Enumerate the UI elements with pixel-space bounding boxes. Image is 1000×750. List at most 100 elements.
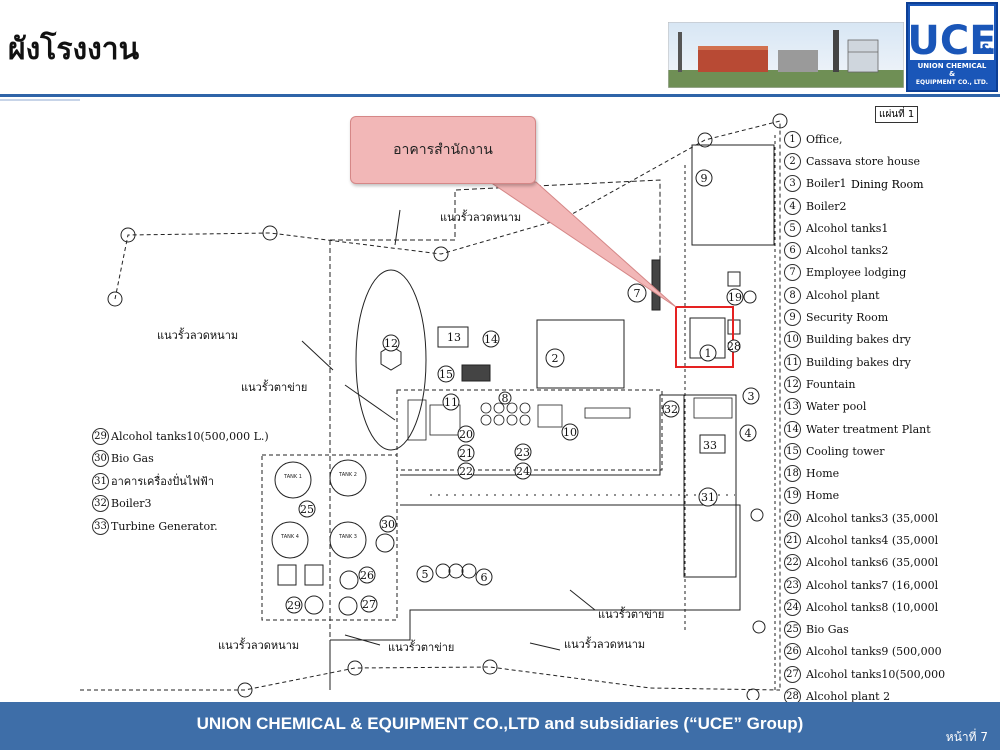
svg-text:31: 31 [701,491,715,504]
svg-text:24: 24 [516,465,530,478]
markers: 1 2 3 4 5 6 7 8 9 10 11 12 13 14 15 19 2… [285,169,760,614]
footer-company-text: UNION CHEMICAL & EQUIPMENT CO.,LTD and s… [196,714,804,733]
marker-19: 19 [726,288,744,306]
marker-9: 9 [695,169,713,187]
marker-10: 10 [561,423,579,441]
fence-posts [107,113,788,700]
marker-33: 33 [703,439,717,452]
marker-8: 8 [498,391,512,405]
logo-line2: & [949,70,955,78]
svg-text:23: 23 [516,446,530,459]
marker-22: 22 [457,462,475,480]
footer-bar [0,702,1000,750]
svg-text:12: 12 [384,337,398,350]
marker-3: 3 [742,387,760,405]
page-number: หน้าที่ 7 [945,730,988,744]
svg-text:5: 5 [422,568,429,581]
svg-text:2: 2 [552,352,559,365]
svg-text:แนวรั้วลวดหนาม: แนวรั้วลวดหนาม [218,637,299,652]
svg-text:11: 11 [444,396,458,409]
marker-11: 11 [442,393,460,411]
svg-text:10: 10 [563,426,577,439]
marker-20: 20 [457,425,475,443]
marker-21: 21 [457,444,475,462]
turbine-area [683,394,737,578]
marker-13: 13 [447,331,461,344]
fence-labels: แนวรั้วลวดหนาม แนวรั้วลวดหนาม แนวรั้วตาข… [157,209,664,654]
logo-line1: UNION CHEMICAL [918,62,987,70]
svg-text:29: 29 [287,599,301,612]
cassava-store [536,319,625,389]
outer-fence-bottom [80,666,781,691]
svg-text:9: 9 [701,172,708,185]
svg-text:TANK 1: TANK 1 [283,474,302,480]
svg-text:7: 7 [634,287,641,300]
logo-main-text: UCE [908,18,996,64]
marker-30: 30 [379,515,397,533]
marker-31: 31 [698,487,718,507]
marker-24: 24 [514,462,532,480]
plant-photo [668,22,904,88]
svg-text:21: 21 [459,447,473,460]
security-room-area [691,144,775,246]
tank-zone [261,454,398,621]
sheet-label: แผ่นที่ 1 [875,106,919,123]
svg-text:8: 8 [502,392,509,405]
svg-text:13: 13 [447,331,461,344]
svg-text:32: 32 [664,403,678,416]
svg-text:33: 33 [703,439,717,452]
factory-layout-diagram: 1 2 3 4 5 6 7 8 9 10 11 12 13 14 15 19 2… [80,113,788,700]
svg-text:TANK 3: TANK 3 [338,534,357,540]
outer-fence [114,120,781,690]
svg-text:25: 25 [300,503,314,516]
svg-text:20: 20 [459,428,473,441]
fountain-oval [355,269,427,451]
svg-text:26: 26 [360,569,374,582]
company-logo: UCE & UNION CHEMICAL & EQUIPMENT CO., LT… [906,2,998,92]
svg-text:1: 1 [705,347,712,360]
marker-32: 32 [662,400,680,418]
marker-15: 15 [437,365,455,383]
svg-text:27: 27 [362,598,376,611]
marker-6: 6 [475,568,493,586]
dining-room-label: Dining Room [851,178,924,191]
office-highlight [675,306,734,368]
svg-text:แนวรั้วลวดหนาม: แนวรั้วลวดหนาม [564,636,645,651]
svg-text:TANK 4: TANK 4 [280,534,299,540]
marker-12: 12 [382,334,400,352]
svg-text:28: 28 [727,340,741,353]
marker-27: 27 [360,595,378,613]
svg-text:แนวรั้วลวดหนาม: แนวรั้วลวดหนาม [440,209,521,224]
svg-text:TANK 2: TANK 2 [338,472,357,478]
header-divider-shadow [0,99,80,101]
